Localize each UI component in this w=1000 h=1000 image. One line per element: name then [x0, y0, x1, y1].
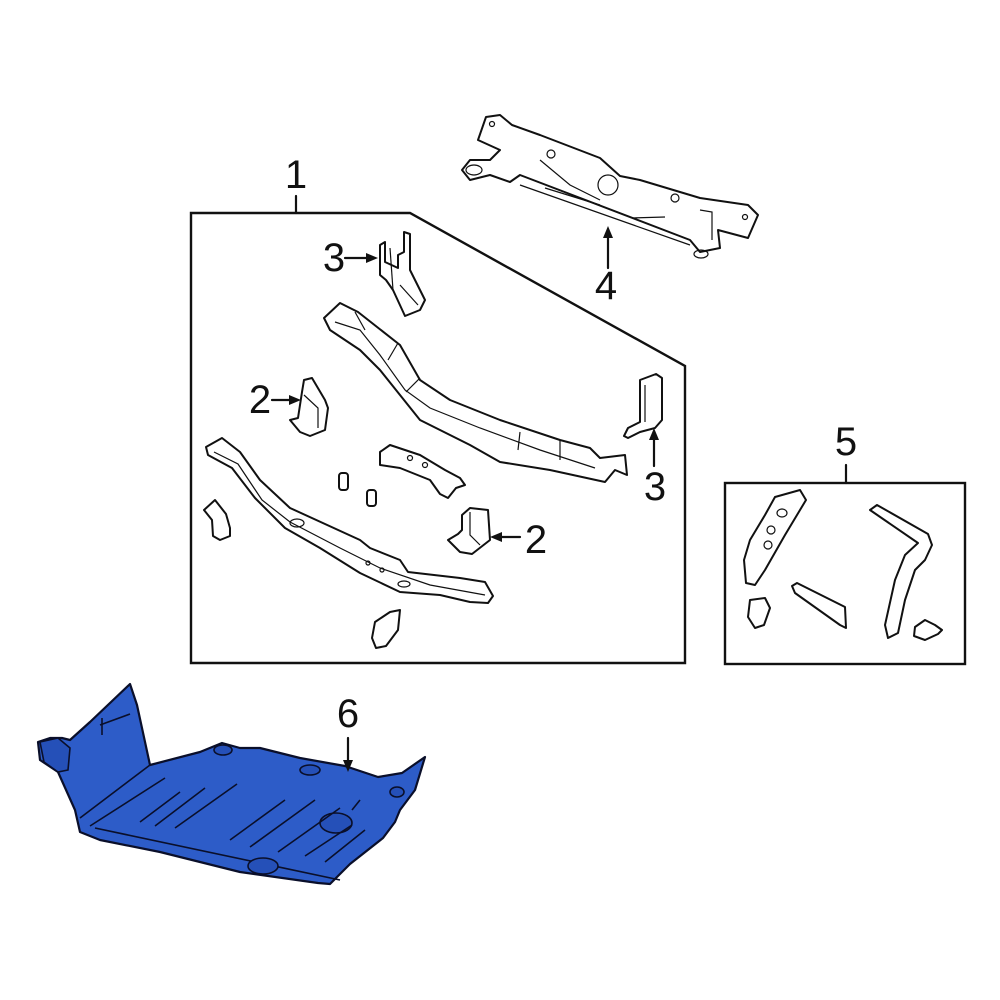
part-3-bracket-top: [379, 231, 426, 317]
part-1-bottom-bracket: [371, 609, 401, 649]
callout-label-3a[interactable]: 3: [322, 236, 346, 280]
callout-arrow-3b: [649, 428, 659, 468]
group-box-1: [189, 194, 687, 665]
part-1-left-bracket: [203, 499, 231, 541]
part-2-bracket-left: [289, 377, 329, 437]
part-3-bracket-right: [623, 373, 663, 439]
callout-label-2a[interactable]: 2: [248, 378, 272, 422]
callout-label-6[interactable]: 6: [336, 692, 360, 736]
part-2-bracket-right: [447, 507, 491, 555]
part-1-center-bracket: [379, 444, 466, 499]
part-6-skid-plate: [36, 682, 427, 886]
callout-label-1[interactable]: 1: [284, 153, 308, 197]
callout-arrow-2b: [490, 532, 522, 542]
callout-arrow-4: [603, 226, 613, 270]
part-1-upper-rail: [323, 302, 628, 483]
part-5-bracket-kit: [743, 489, 943, 641]
callout-arrow-2a: [270, 395, 301, 405]
part-1-pins: [338, 472, 377, 507]
callout-label-4[interactable]: 4: [594, 264, 618, 308]
part-1-lower-rail: [205, 437, 494, 604]
callout-arrow-6: [343, 736, 353, 772]
callout-label-2b[interactable]: 2: [524, 518, 548, 562]
callout-label-3b[interactable]: 3: [643, 465, 667, 509]
callout-label-5[interactable]: 5: [834, 420, 858, 464]
part-4-crossmember: [461, 114, 759, 259]
callout-arrow-3a: [343, 253, 378, 263]
